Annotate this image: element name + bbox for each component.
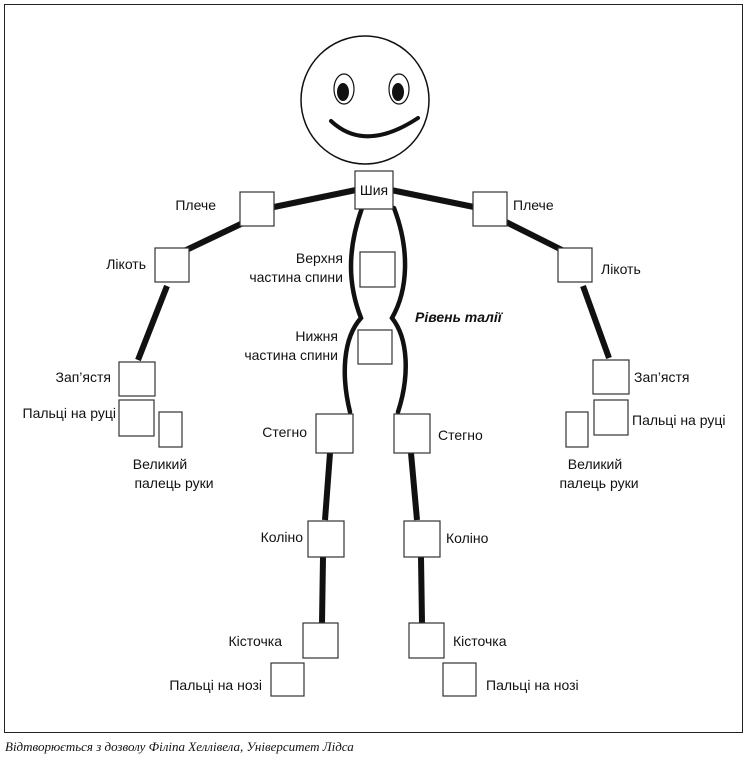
knee-right-box (403, 520, 441, 558)
upper-back-label-line2: частина спини (249, 269, 343, 285)
torso-left-outline (342, 205, 365, 415)
elbow-right-label: Лікоть (601, 261, 641, 277)
ankle-left-box (302, 622, 339, 659)
wrist-left-label: Зап’ястя (55, 369, 111, 385)
hip-left-label: Стегно (262, 424, 307, 440)
fingers-right-box (593, 399, 629, 436)
fingers-right-label: Пальці на руці (632, 412, 726, 428)
toes-left-label: Пальці на нозі (169, 677, 262, 693)
toes-left-box (270, 662, 305, 697)
hip-left-box (315, 413, 354, 454)
knee-left-label: Коліно (261, 529, 304, 545)
toes-right-box (442, 662, 477, 697)
thumb-right-box (565, 411, 589, 448)
fingers-left-box (118, 399, 155, 437)
elbow-left-box (154, 247, 190, 283)
lower-back-box (357, 329, 393, 365)
wrist-left-box (118, 361, 156, 397)
thumb-right-label-line1: Великий (568, 456, 622, 472)
wrist-right-box (592, 359, 630, 395)
fingers-left-label: Пальці на руці (23, 405, 117, 421)
thumb-left-label-line1: Великий (133, 456, 187, 472)
right-upper-arm (504, 219, 568, 255)
shoulder-left-label: Плече (175, 197, 216, 213)
ankle-right-label: Кісточка (453, 633, 507, 649)
hip-right-box (393, 413, 431, 454)
toes-right-label: Пальці на нозі (486, 677, 579, 693)
ankle-left-label: Кісточка (228, 633, 282, 649)
left-thigh (322, 452, 333, 521)
left-upper-arm (178, 220, 245, 256)
smile (329, 116, 420, 139)
left-shin (319, 556, 326, 624)
wrist-right-label: Зап’ястя (634, 369, 690, 385)
thumb-left-box (158, 411, 183, 448)
waist-level-label: Рівень талії (415, 309, 504, 325)
torso-right-outline (389, 205, 408, 415)
shoulder-left-box (239, 191, 275, 227)
left-forearm (135, 284, 170, 362)
lower-back-label-line2: частина спини (244, 347, 338, 363)
thumb-left-label-line2: палець руки (134, 475, 213, 491)
neck-box (354, 170, 394, 210)
shoulder-right-label: Плече (513, 197, 554, 213)
right-shoulder-bar (390, 187, 475, 210)
elbow-left-label: Лікоть (106, 256, 146, 272)
body-map-figure: Шия Плече Плече Лікоть Лікоть Верхня час… (23, 35, 726, 697)
upper-back-label-line1: Верхня (296, 250, 343, 266)
smiley-head (300, 35, 430, 165)
neck-label: Шия (360, 182, 388, 198)
lower-back-label-line1: Нижня (295, 328, 338, 344)
knee-left-box (307, 520, 345, 558)
knee-right-label: Коліно (446, 530, 489, 546)
elbow-right-box (557, 247, 593, 283)
figure-caption: Відтворюється з дозволу Філіпа Хеллівела… (5, 739, 354, 754)
upper-back-box (359, 251, 396, 288)
left-shoulder-bar (273, 187, 357, 210)
thumb-right-label-line2: палець руки (559, 475, 638, 491)
hip-right-label: Стегно (438, 427, 483, 443)
shoulder-right-box (472, 191, 508, 227)
right-shin (418, 556, 425, 624)
right-forearm (580, 284, 612, 360)
right-thigh (408, 452, 420, 521)
ankle-right-box (408, 622, 445, 659)
